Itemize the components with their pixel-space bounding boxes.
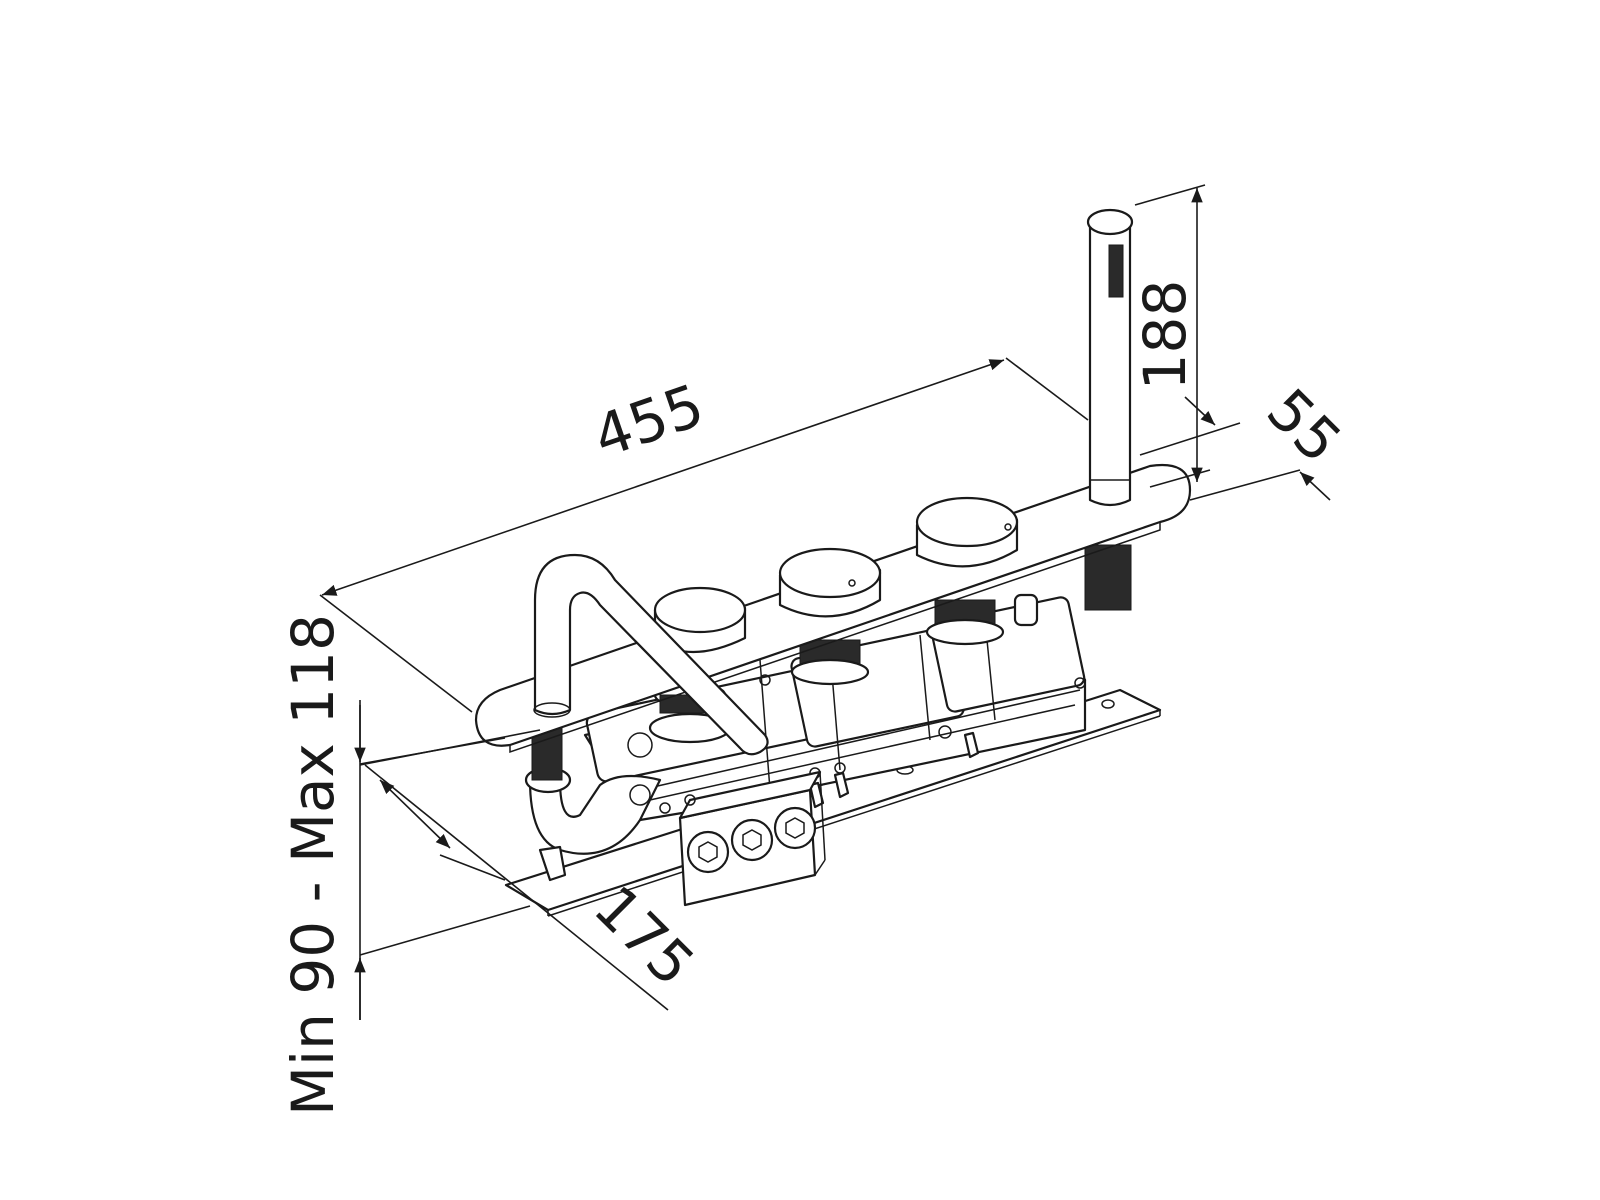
threaded-stud-valve-3 [925, 593, 1039, 646]
threaded-stud-handshower [1084, 544, 1132, 611]
hex-port-1 [686, 830, 730, 874]
hex-port-2 [730, 818, 774, 862]
dimension-455-label: 455 [585, 371, 712, 471]
threaded-stud-valve-2 [790, 639, 870, 686]
hand-shower [1086, 208, 1134, 507]
dimension-188: 188 [1131, 184, 1211, 488]
valve-handle-3 [915, 496, 1019, 568]
connection-block [678, 770, 826, 907]
dimension-188-label: 188 [1131, 280, 1199, 391]
dimension-55-label: 55 [1254, 376, 1354, 476]
dimension-deck-thickness: Min 90 - Max 118 [279, 614, 541, 1116]
dimension-deck-thickness-label: Min 90 - Max 118 [279, 614, 347, 1116]
valve-handle-1 [653, 586, 747, 654]
hex-port-3 [773, 806, 817, 850]
valve-handle-2 [778, 547, 882, 618]
